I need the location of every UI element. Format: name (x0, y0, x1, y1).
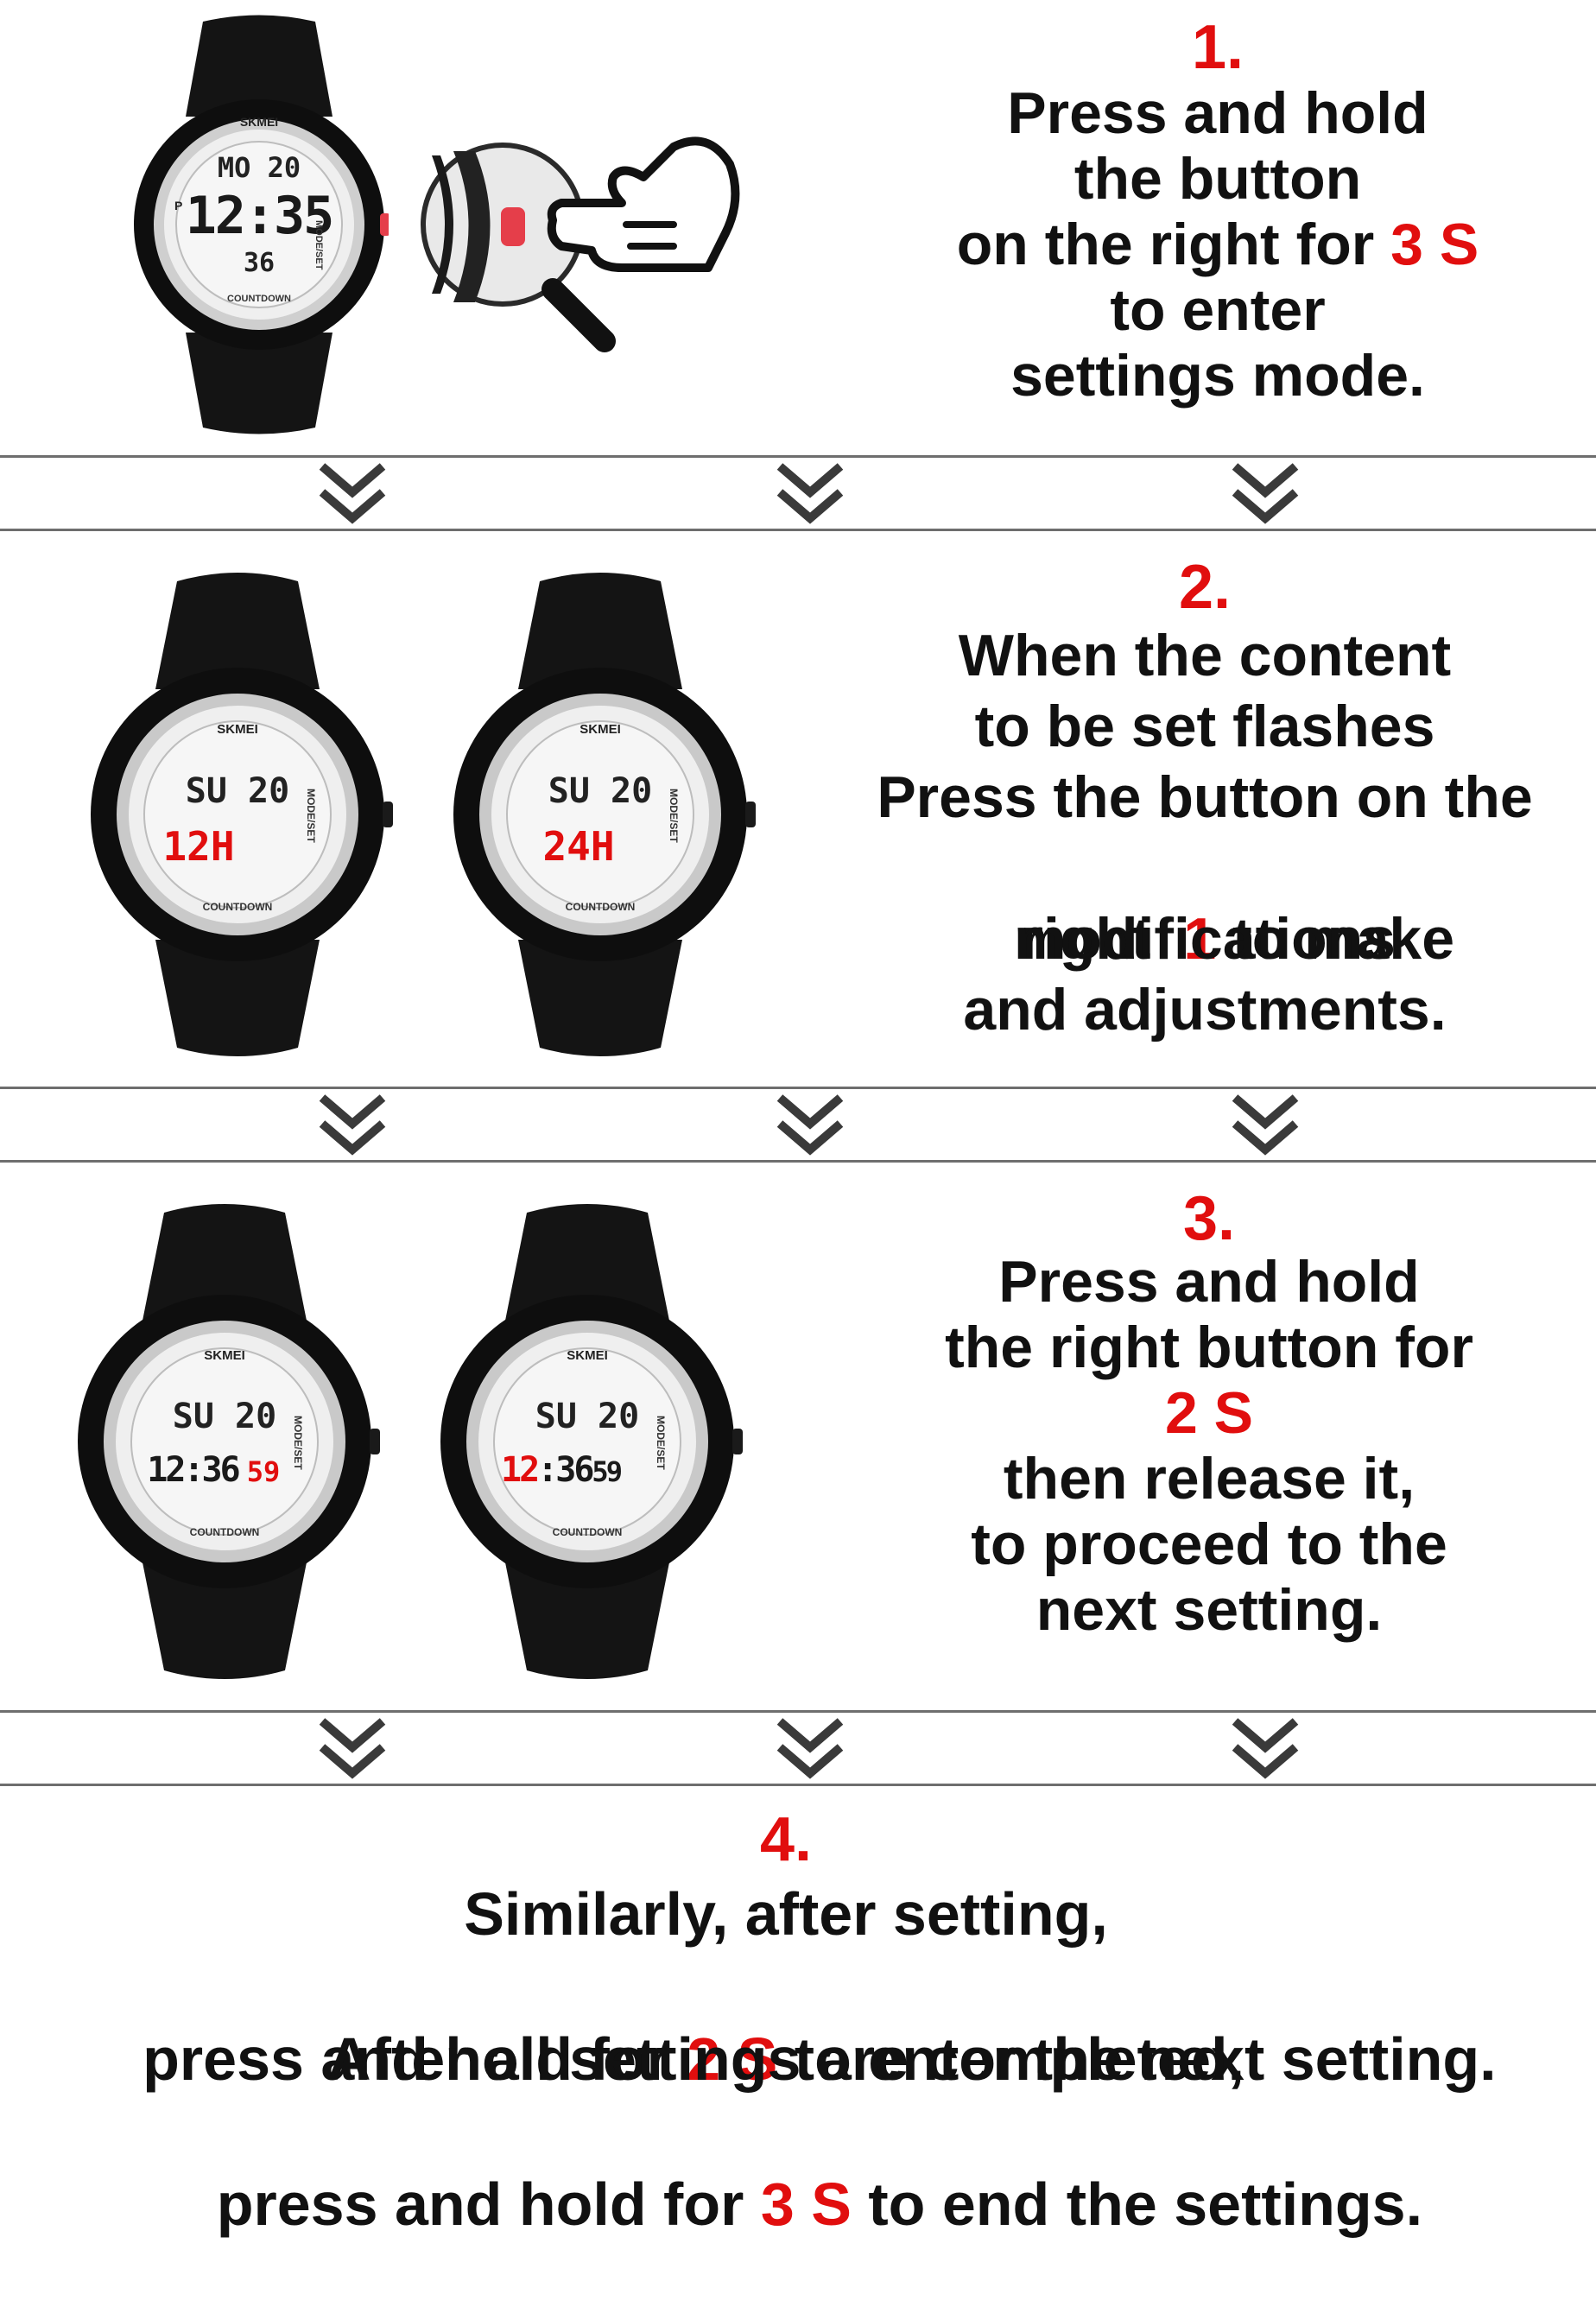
double-chevron-down-icon (318, 1716, 387, 1780)
step4-line2-post: to enter the next setting. (777, 2025, 1497, 2093)
watch-setting-value: 12H (162, 823, 235, 870)
separator-1 (0, 455, 1596, 531)
watch-side-label: MODE/SET (305, 789, 317, 843)
step2-line1: When the content (958, 623, 1452, 688)
step1-section: SKMEI MO 20 P 12:35 36 MODE/SET COUNTDOW… (0, 0, 1596, 453)
step2-watch-12h: SKMEI SU 20 12H MODE/SET COUNTDOWN (82, 568, 393, 1061)
watch-brand-label: SKMEI (217, 722, 258, 737)
watch-date: SU 20 (172, 1397, 277, 1436)
double-chevron-down-icon (1231, 461, 1300, 525)
watch-ampm: P (174, 199, 183, 212)
step3-line6: next setting. (1036, 1577, 1383, 1643)
watch-brand-label: SKMEI (567, 1348, 608, 1363)
step4-line4: press and hold for 3 S to end the settin… (0, 2095, 1572, 2313)
step4-line3: After all settings are completed, (327, 2025, 1244, 2093)
watch-date: MO 20 (217, 151, 301, 184)
watch-brand-label: SKMEI (580, 722, 621, 737)
step4-number: 4. (759, 1805, 813, 1874)
step2-line4-pre: right (1020, 906, 1184, 972)
watch-date: SU 20 (548, 771, 653, 811)
watch-time: 12:36 (147, 1450, 240, 1490)
step4-line2-pre: press and hold for (142, 2025, 687, 2093)
watch-side-label: MODE/SET (292, 1416, 304, 1470)
watch-side-label: MODE/SET (655, 1416, 667, 1470)
watch-side-label: MODE/SET (668, 789, 680, 843)
step2-line5: modifications (1013, 906, 1396, 972)
step1-line5: settings mode. (1010, 343, 1425, 409)
separator-2 (0, 1087, 1596, 1163)
step1-line3: on the right for 3 S (872, 211, 1563, 278)
watch-time: 12:35 (185, 186, 335, 246)
double-chevron-down-icon (318, 461, 387, 525)
separator-3 (0, 1710, 1596, 1786)
watch-date: SU 20 (535, 1397, 640, 1436)
watch-bottom-label: COUNTDOWN (189, 1526, 260, 1538)
watch-side-label: MODE/SET (314, 220, 324, 270)
step2-watch-24h: SKMEI SU 20 24H MODE/SET COUNTDOWN (445, 568, 756, 1061)
watch-time-rest: :36 (537, 1450, 594, 1490)
double-chevron-down-icon (1231, 1716, 1300, 1780)
step1-line2: the button (1074, 146, 1362, 212)
step2-section: SKMEI SU 20 12H MODE/SET COUNTDOWN SKMEI… (0, 534, 1596, 1087)
step2-line6: and adjustments. (963, 977, 1447, 1042)
step3-highlight-2s: 2 S (1164, 1380, 1254, 1446)
watch-small-readout: 36 (243, 248, 276, 278)
step3-line4: then release it, (1003, 1446, 1416, 1511)
watch-seconds: 59 (246, 1455, 281, 1488)
step4-section: 4. Similarly, after setting, press and h… (0, 1788, 1596, 2238)
double-chevron-down-icon (1231, 1093, 1300, 1156)
step4-line2: press and hold for 2 S to enter the next… (0, 1950, 1572, 2168)
step1-number: 1. (1191, 13, 1244, 82)
step4-highlight-3s: 3 S (760, 2170, 852, 2238)
double-chevron-down-icon (318, 1093, 387, 1156)
watch-date: SU 20 (185, 771, 290, 811)
watch-brand-label: SKMEI (204, 1348, 245, 1363)
double-chevron-down-icon (776, 461, 845, 525)
watch-hour: 12 (501, 1450, 540, 1490)
watch-brand-label: SKMEI (239, 115, 279, 129)
step2-line4-post: to make (1216, 906, 1455, 972)
step3-watch-seconds: SKMEI SU 20 12:36 59 MODE/SET COUNTDOWN (69, 1200, 380, 1683)
watch-bottom-label: COUNTDOWN (565, 901, 636, 913)
watch-bottom-label: COUNTDOWN (227, 294, 291, 304)
double-chevron-down-icon (776, 1093, 845, 1156)
step3-watch-hour: SKMEI SU 20 12:3659 MODE/SET COUNTDOWN (432, 1200, 743, 1683)
step4-line1: Similarly, after setting, (464, 1880, 1108, 1948)
double-chevron-down-icon (776, 1716, 845, 1780)
step3-number: 3. (1182, 1184, 1236, 1253)
step1-line1: Press and hold (1007, 80, 1428, 146)
step2-highlight-1: 1 (1183, 906, 1217, 972)
step2-number: 2. (1178, 553, 1232, 622)
step2-line3: Press the button on the (877, 764, 1533, 830)
watch-bottom-label: COUNTDOWN (552, 1526, 623, 1538)
step3-line2: the right button for (945, 1315, 1473, 1380)
step2-line4: right 1 to make (816, 833, 1593, 1045)
step1-line3-text: on the right for (956, 212, 1391, 277)
step4-line4-pre: press and hold for (216, 2170, 761, 2238)
step3-line5: to proceed to the (971, 1511, 1447, 1577)
step3-line1: Press and hold (998, 1249, 1420, 1315)
step1-line4: to enter (1110, 277, 1326, 343)
pointing-hand-icon (544, 130, 743, 276)
step4-highlight-2s: 2 S (687, 2025, 778, 2093)
watch-time: 12:3659 (501, 1450, 656, 1490)
step2-line2: to be set flashes (974, 694, 1435, 759)
step1-watch: SKMEI MO 20 P 12:35 36 MODE/SET COUNTDOW… (130, 13, 390, 436)
watch-setting-value: 24H (542, 823, 615, 870)
step3-section: SKMEI SU 20 12:36 59 MODE/SET COUNTDOWN … (0, 1165, 1596, 1709)
watch-seconds: 59 (592, 1455, 622, 1488)
step1-highlight-3s: 3 S (1390, 212, 1479, 277)
step4-line4-post: to end the settings. (851, 2170, 1423, 2238)
watch-bottom-label: COUNTDOWN (202, 901, 273, 913)
